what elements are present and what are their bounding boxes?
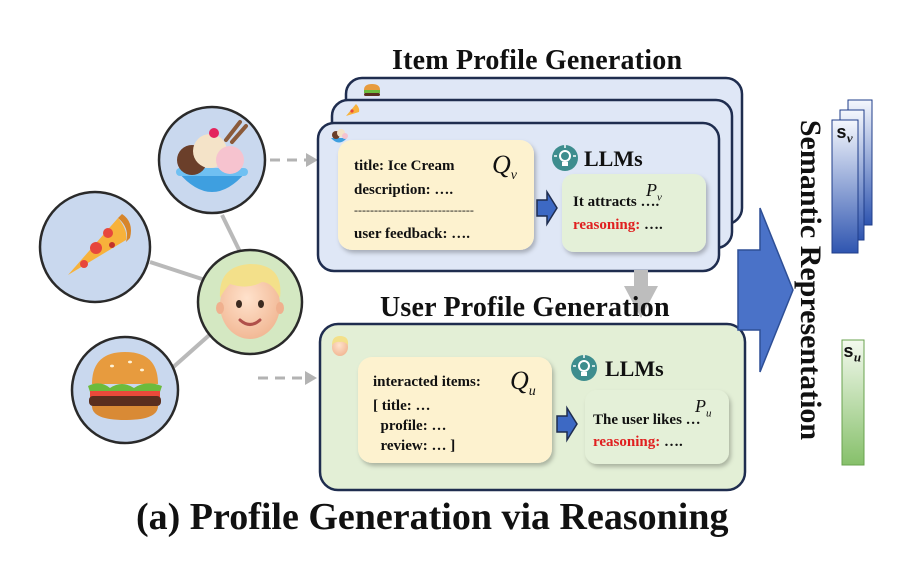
user-query-symbol: Qu: [510, 366, 536, 400]
user-flow-arrow: [556, 405, 578, 443]
item-query-symbol: Qv: [492, 150, 517, 184]
section-flow-arrow: [624, 270, 658, 318]
user-avatar-icon: [216, 264, 284, 339]
item-llm-label: LLMs: [584, 146, 643, 171]
item-prompt-line-2: description: ….: [354, 182, 454, 198]
edge-pizza-user: [149, 260, 206, 282]
lightbulb-icon: [571, 355, 597, 381]
item-vector-label: sv: [836, 124, 853, 146]
dashed-arrows: [258, 158, 306, 380]
user-profile-symbol: Pu: [695, 396, 712, 420]
user-node: [196, 248, 304, 356]
user-prompt-line-4: review: … ]: [373, 438, 456, 454]
ice-cream-icon: [176, 120, 248, 192]
ice-cream-mini-icon: [331, 129, 348, 143]
item-prompt-divider: ------------------------------: [354, 203, 474, 217]
item-output-line-1: It attracts ….: [573, 194, 660, 210]
item-prompt-box: [338, 140, 534, 250]
item-section-title: Item Profile Generation: [392, 45, 683, 76]
user-llm-label: LLMs: [605, 356, 664, 381]
semantic-representation-label: Semantic Representation: [794, 119, 827, 441]
user-prompt-line-1: interacted items:: [373, 374, 481, 390]
pizza-icon: [68, 214, 131, 275]
item-prompt-line-4: user feedback: ….: [354, 226, 470, 242]
burger-icon: [88, 352, 162, 420]
lightbulb-icon: [552, 145, 578, 171]
item-output-reasoning: reasoning: ….: [573, 217, 663, 233]
user-vector: [841, 339, 865, 466]
user-section-title: User Profile Generation: [380, 292, 670, 323]
edge-burger-user: [168, 328, 217, 372]
user-output-reasoning: reasoning: ….: [593, 434, 683, 450]
item-profile-symbol: Pv: [646, 180, 662, 204]
user-mini-icon: [332, 336, 349, 356]
item-vector-stack: [831, 99, 873, 254]
user-prompt-line-3: profile: …: [373, 418, 447, 434]
figure-caption: (a) Profile Generation via Reasoning: [136, 496, 729, 538]
pizza-node: [38, 190, 152, 304]
user-output-line-1: The user likes …: [593, 412, 701, 428]
user-output-box: [585, 390, 729, 464]
burger-node: [70, 335, 180, 445]
dashed-arrow-user-head: [305, 371, 317, 385]
user-prompt-line-2: [ title: …: [373, 398, 431, 414]
item-vector-front: [831, 119, 859, 254]
user-vector-label: su: [843, 343, 862, 365]
ice-cream-node: [157, 105, 267, 215]
item-output-box: [562, 174, 706, 252]
representation-arrow: [737, 207, 794, 373]
item-prompt-line-1: title: Ice Cream: [354, 158, 455, 174]
dashed-arrow-item-head: [306, 153, 318, 167]
burger-mini-icon: [364, 84, 380, 96]
pizza-mini-icon: [346, 104, 360, 116]
user-prompt-box: [358, 357, 552, 463]
item-flow-arrow: [536, 189, 558, 227]
